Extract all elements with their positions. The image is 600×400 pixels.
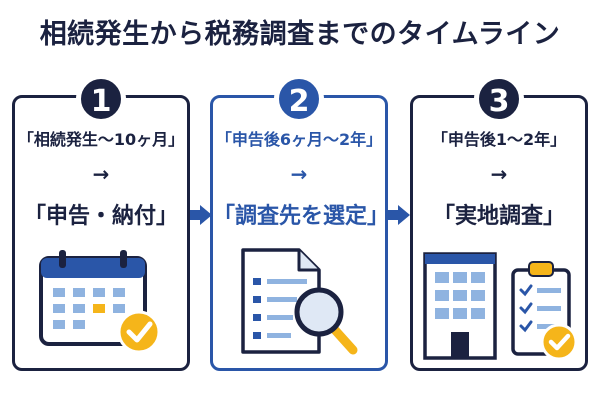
step-action: 「申告・納付」 bbox=[23, 204, 178, 229]
step-period: 「申告後6ヶ月～2年」 bbox=[215, 130, 383, 149]
step-action: 「実地調査」 bbox=[432, 204, 565, 229]
step-number-badge-2: 2 bbox=[276, 76, 322, 122]
step-number-badge-1: 1 bbox=[78, 76, 124, 122]
step-arrow: → bbox=[490, 162, 508, 186]
step-arrow: → bbox=[290, 162, 308, 186]
calendar-check-icon bbox=[39, 250, 161, 354]
step-arrow: → bbox=[92, 162, 110, 186]
step-period: 「相続発生～10ヶ月」 bbox=[17, 130, 185, 149]
step-card-2: 「申告後6ヶ月～2年」 → 「調査先を選定」 bbox=[210, 95, 390, 371]
step-card-1: 「相続発生～10ヶ月」 → 「申告・納付」 bbox=[12, 95, 190, 371]
page-title: 相続発生から税務調査までのタイムライン bbox=[39, 19, 561, 50]
step-action: 「調査先を選定」 bbox=[213, 204, 390, 229]
step-period: 「申告後1～2年」 bbox=[431, 130, 567, 149]
building-checklist-icon bbox=[423, 252, 578, 361]
flow-arrow-icon bbox=[190, 205, 212, 225]
document-magnifier-icon bbox=[241, 248, 358, 355]
step-card-3: 「申告後1～2年」 → 「実地調査」 bbox=[410, 95, 588, 371]
flow-arrow-icon bbox=[388, 205, 410, 225]
step-number-badge-3: 3 bbox=[476, 76, 522, 122]
